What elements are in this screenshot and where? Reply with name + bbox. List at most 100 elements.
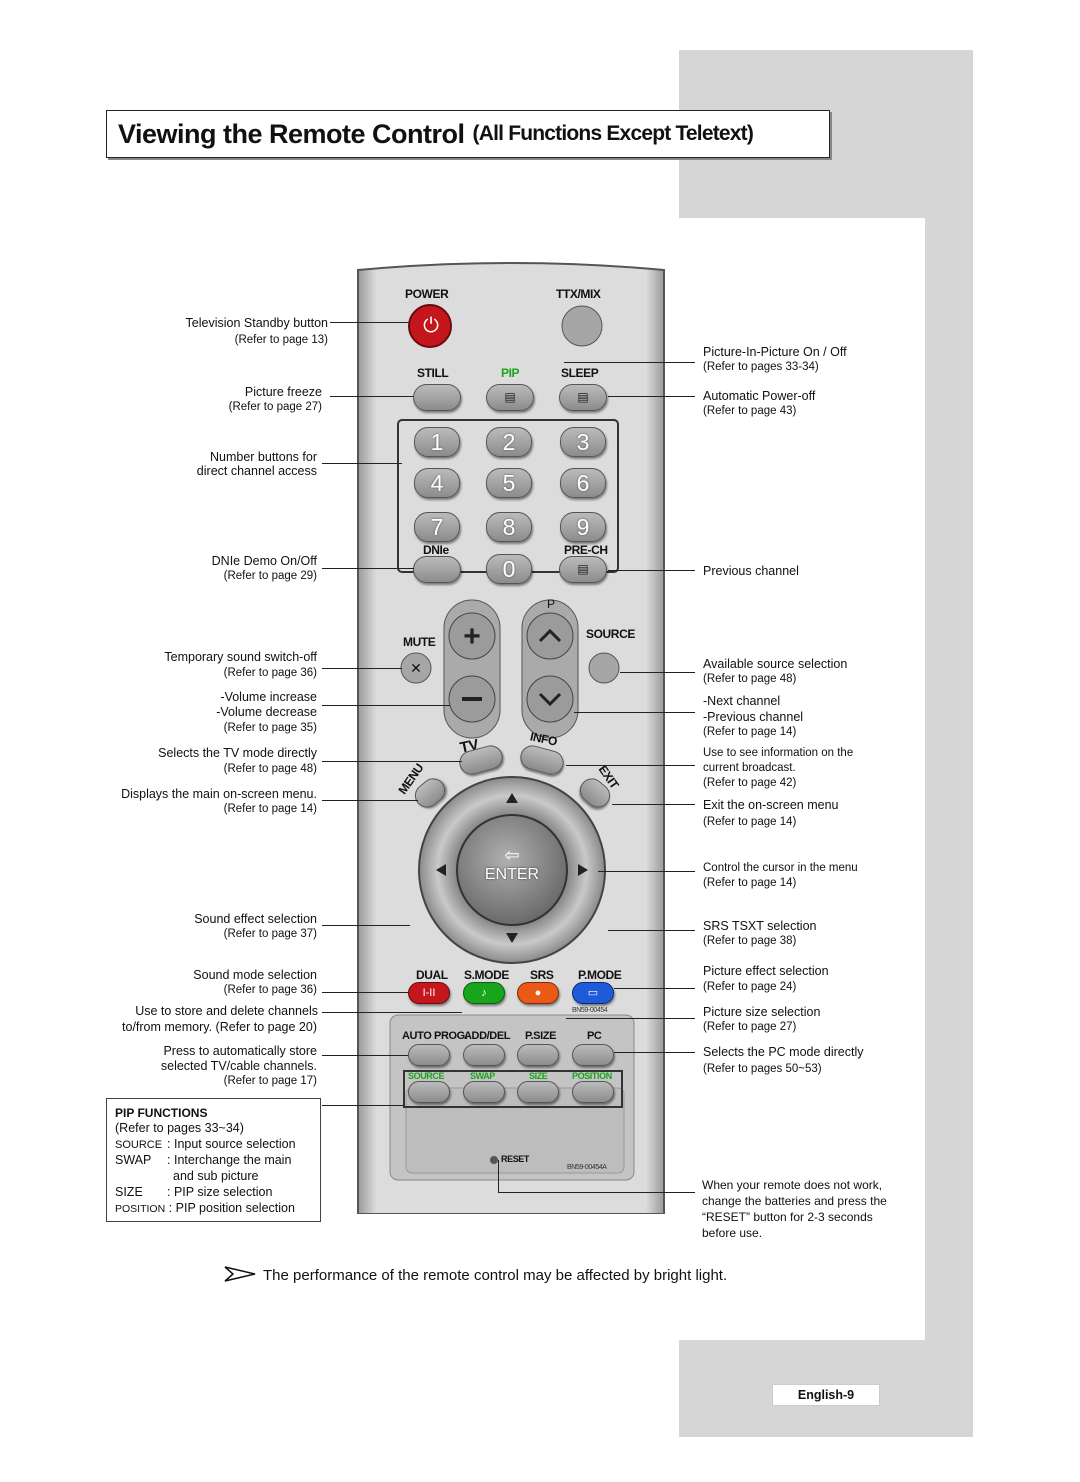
enter-button[interactable]: ⇦ ENTER <box>457 815 567 925</box>
reset-button[interactable] <box>490 1156 498 1164</box>
pmode-button[interactable]: ▭ <box>572 982 614 1004</box>
leader-line <box>598 871 695 872</box>
num-0-button[interactable]: 0 <box>486 554 532 584</box>
cursor-right-button[interactable] <box>568 850 598 890</box>
pip-functions-ref: (Refer to pages 33~34) <box>115 1121 244 1135</box>
power-icon: ⏻ <box>423 315 439 337</box>
leader-line <box>614 1052 695 1053</box>
ref-pip: (Refer to pages 33-34) <box>703 361 819 373</box>
ref-menu: (Refer to page 14) <box>223 803 317 815</box>
label-mute: Temporary sound switch-off <box>164 650 317 664</box>
channel-down-button[interactable] <box>527 676 573 722</box>
psize-label: P.SIZE <box>525 1030 557 1042</box>
pip-swap-button[interactable] <box>463 1081 505 1103</box>
label-tv-mode: Selects the TV mode directly <box>158 746 317 760</box>
arrow-icon <box>224 1266 256 1282</box>
cursor-down-button[interactable] <box>492 923 532 953</box>
prech-button[interactable]: ▤ <box>559 556 607 583</box>
leader-line <box>620 672 695 673</box>
still-button[interactable] <box>413 384 461 411</box>
srs-icon: ● <box>534 987 542 999</box>
source-button[interactable] <box>589 653 619 683</box>
leader-line <box>566 1018 695 1019</box>
pip-functions-box: PIP FUNCTIONS (Refer to pages 33~34) SOU… <box>106 1098 321 1222</box>
pip-size-button[interactable] <box>517 1081 559 1103</box>
picture-icon: ▭ <box>587 987 599 999</box>
dual-glyph: I-II <box>422 987 436 999</box>
pip-row-source: SOURCE: Input source selection <box>115 1137 296 1153</box>
pip-row-frame <box>403 1070 623 1108</box>
srs-button[interactable]: ● <box>517 982 559 1004</box>
channel-up-button[interactable] <box>527 613 573 659</box>
pip-position-label: POSITION <box>572 1071 612 1081</box>
label-reset-4: before use. <box>702 1226 763 1240</box>
num-4-button[interactable]: 4 <box>414 468 460 498</box>
label-auto-store: Press to automatically store <box>163 1044 317 1058</box>
smode-button[interactable]: ♪ <box>463 982 505 1004</box>
pip-key: SIZE <box>115 1185 143 1199</box>
leader-line <box>608 930 695 931</box>
pmode-label: P.MODE <box>578 968 622 982</box>
ref-info: (Refer to page 42) <box>703 777 797 789</box>
num-2-button[interactable]: 2 <box>486 427 532 457</box>
leader-line <box>322 463 402 464</box>
cursor-left-button[interactable] <box>426 850 456 890</box>
ref-cursor: (Refer to page 14) <box>703 877 797 889</box>
num-1-button[interactable]: 1 <box>414 427 460 457</box>
leader-line <box>322 568 414 569</box>
ref-dnie: (Refer to page 29) <box>223 570 317 582</box>
pc-button[interactable] <box>572 1044 614 1066</box>
ref-picture-size: (Refer to page 27) <box>703 1021 797 1033</box>
srs-label: SRS <box>530 968 554 982</box>
note-text: The performance of the remote control ma… <box>263 1267 728 1284</box>
pip-sep: : <box>167 1153 171 1167</box>
num-8-button[interactable]: 8 <box>486 512 532 542</box>
adddel-button[interactable] <box>463 1044 505 1066</box>
ref-pc-mode: (Refer to pages 50~53) <box>703 1063 822 1075</box>
ttx-mix-button[interactable] <box>563 306 603 346</box>
leader-line <box>574 712 695 713</box>
pip-desc: and sub picture <box>173 1169 259 1183</box>
prech-label: PRE-CH <box>564 543 608 557</box>
dual-button[interactable]: I-II <box>408 982 450 1004</box>
mute-icon: ✕ <box>410 660 422 676</box>
num-3-button[interactable]: 3 <box>560 427 606 457</box>
leader-line <box>608 570 695 571</box>
mute-button[interactable]: ✕ <box>401 653 431 683</box>
label-prev-channel: -Previous channel <box>703 710 804 724</box>
pip-button[interactable]: ▤ <box>486 384 534 411</box>
label-source-selection: Available source selection <box>703 657 848 671</box>
leader-line <box>612 804 695 805</box>
volume-down-button[interactable] <box>449 676 495 722</box>
side-band-right <box>925 216 973 1344</box>
label-auto-poweroff: Automatic Power-off <box>703 389 816 403</box>
label-pc-mode: Selects the PC mode directly <box>703 1045 864 1059</box>
mute-label: MUTE <box>403 635 436 649</box>
label-number-buttons: Number buttons for <box>210 450 317 464</box>
num-6-button[interactable]: 6 <box>560 468 606 498</box>
num-7-button[interactable]: 7 <box>414 512 460 542</box>
autoprog-button[interactable] <box>408 1044 450 1066</box>
label-volume-up: -Volume increase <box>220 690 317 704</box>
label-picture-effect: Picture effect selection <box>703 964 829 978</box>
pip-source-button[interactable] <box>408 1081 450 1103</box>
num-5-button[interactable]: 5 <box>486 468 532 498</box>
dnie-button[interactable] <box>413 556 461 583</box>
pip-row-size: SIZE: PIP size selection <box>115 1185 272 1200</box>
num-9-button[interactable]: 9 <box>560 512 606 542</box>
volume-up-button[interactable] <box>449 613 495 659</box>
cursor-up-button[interactable] <box>492 786 532 816</box>
dual-label: DUAL <box>416 968 448 982</box>
psize-button[interactable] <box>517 1044 559 1066</box>
leader-line <box>322 925 410 926</box>
enter-icon: ⇦ <box>504 845 520 865</box>
sleep-button[interactable]: ▤ <box>559 384 607 411</box>
label-volume-down: -Volume decrease <box>216 705 317 719</box>
p-label: P <box>547 597 555 611</box>
leader-line <box>614 988 695 989</box>
pip-key: SWAP <box>115 1153 152 1167</box>
leader-line <box>566 765 695 766</box>
label-info: Use to see information on the <box>703 747 854 759</box>
power-button[interactable]: ⏻ <box>410 306 452 348</box>
pip-position-button[interactable] <box>572 1081 614 1103</box>
